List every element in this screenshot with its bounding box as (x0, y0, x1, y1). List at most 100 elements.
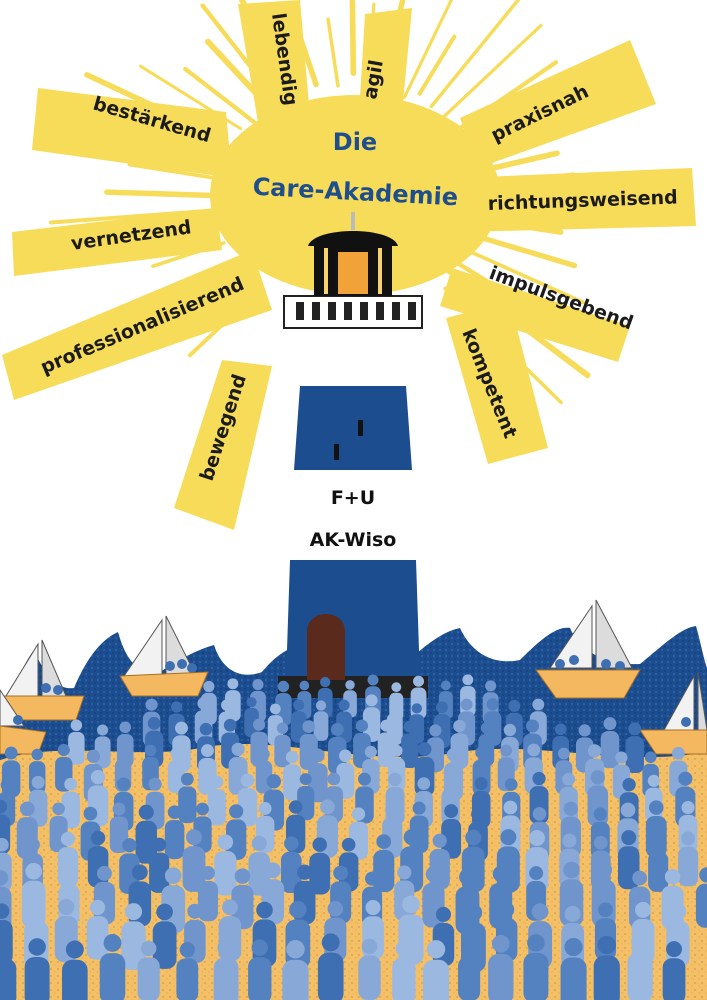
crowd-person (353, 719, 371, 769)
crowd-person (627, 933, 653, 1000)
crowd-person (523, 934, 549, 1000)
crowd-person (178, 772, 197, 824)
lighthouse-stripe-white (290, 470, 416, 560)
crowd-person (207, 775, 226, 826)
crowd-person (343, 680, 357, 718)
crowd-person (149, 837, 170, 893)
lantern-light (338, 252, 368, 294)
ray-banners (2, 0, 696, 530)
crowd-person (488, 934, 514, 1000)
crowd-person (135, 804, 157, 864)
ray-banner-bewegend (174, 360, 272, 530)
lighthouse: F+U AK-Wiso (278, 212, 428, 698)
lighthouse-label-fu: F+U (331, 487, 375, 509)
crowd-person (86, 899, 109, 960)
ray-banner-bestaerkend (32, 88, 232, 178)
lighthouse-stripe-blue-1 (294, 386, 412, 470)
ray-banner-kompetent (446, 302, 548, 464)
boat-right-top (535, 599, 641, 699)
crowd-person (373, 834, 395, 893)
lighthouse-window-lower (334, 444, 339, 460)
crowd-person (600, 717, 620, 769)
thin-sun-stroke (477, 234, 578, 269)
crowd-person (362, 694, 381, 742)
crowd-person (377, 719, 395, 768)
crowd-person (228, 742, 248, 795)
boat-right-low (639, 671, 707, 755)
crowd-person (695, 867, 707, 928)
crowd-person (309, 837, 331, 895)
ray-banner-professionalisierend (2, 250, 272, 400)
title-line-1: Die (333, 128, 377, 156)
crowd-person (282, 940, 309, 1000)
thin-sun-stroke (436, 23, 543, 124)
crowd-person (197, 866, 218, 922)
crowd-person (299, 720, 318, 771)
sun-rays (2, 0, 696, 530)
lighthouse-window (358, 420, 363, 436)
crowd-person (560, 937, 587, 1000)
crowd (0, 674, 707, 1000)
thin-sun-stroke (183, 66, 258, 126)
ray-banner-praxisnah (460, 40, 656, 168)
crowd-person (137, 940, 160, 1000)
crowd-person (283, 750, 302, 801)
crowd-person (290, 699, 307, 743)
thin-sun-stroke (462, 247, 585, 305)
lighthouse-gallery (283, 295, 423, 329)
crowd-person (625, 722, 644, 773)
ray-banner-impulsgebend (440, 268, 630, 362)
crowd-person (313, 700, 329, 741)
crowd-person (121, 903, 146, 970)
lighthouse-door (307, 614, 345, 680)
crowd-person (612, 751, 631, 800)
lighthouse-stripe-blue-2 (286, 560, 420, 680)
lighthouse-antenna (351, 212, 355, 230)
crowd-person (145, 777, 165, 830)
crowd-person (458, 940, 481, 1000)
crowd-person (297, 773, 315, 821)
crowd-person (237, 773, 258, 827)
crowd-person (152, 903, 177, 969)
thin-sun-stroke (417, 34, 457, 96)
thin-sun-stroke (326, 17, 340, 88)
crowd-person (167, 747, 185, 793)
lighthouse-label-akwiso: AK-Wiso (310, 529, 397, 551)
crowd-person (68, 719, 85, 765)
thin-sun-stroke (104, 189, 223, 199)
crowd-person (662, 941, 686, 1000)
crowd-person (422, 940, 450, 1000)
crowd-person (0, 940, 17, 1000)
crowd-person (358, 938, 381, 1000)
sun-core (210, 95, 500, 295)
crowd-person (401, 720, 419, 768)
ray-banner-richtungsweisend (458, 168, 696, 232)
crowd-person (226, 804, 247, 860)
crowd-person (24, 938, 50, 1000)
crowd-person (392, 940, 416, 1000)
crowd-person (161, 867, 186, 933)
crowd-person (441, 804, 462, 859)
crowd-person (62, 940, 88, 1000)
crowd-person (317, 933, 344, 1000)
crowd-person (164, 805, 185, 860)
boat-left-top (119, 615, 209, 697)
crowd-person (349, 807, 369, 860)
crowd-person (280, 836, 302, 893)
crowd-person (176, 942, 199, 1000)
ray-banner-vernetzend (12, 208, 222, 276)
lighthouse-roof (308, 231, 398, 246)
lighthouse-stripe-top (300, 326, 406, 386)
gallery-railing (296, 302, 416, 320)
crowd-person (28, 775, 48, 827)
crowd-person (648, 836, 669, 892)
crowd-person (593, 935, 620, 1000)
crowd-person (99, 933, 126, 1000)
thin-sun-stroke (127, 162, 226, 182)
crowd-person (248, 939, 272, 1000)
thin-sun-stroke (402, 0, 454, 99)
thin-sun-stroke (429, 0, 521, 109)
thin-sun-stroke (349, 0, 357, 76)
